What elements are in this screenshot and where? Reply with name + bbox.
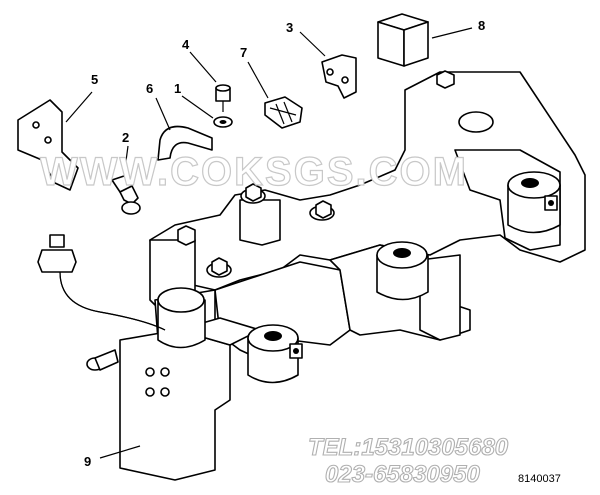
callout-3: 3: [286, 20, 293, 35]
part-2-bolt: [111, 175, 141, 215]
watermark-site: WWW.COKSGS.COM: [40, 150, 468, 194]
part-1-washer: [213, 116, 233, 128]
callout-7: 7: [240, 45, 247, 60]
manifold-bosses: [157, 111, 561, 384]
temperature-sensor: [37, 234, 166, 331]
callout-4: 4: [182, 37, 190, 52]
callout-9: 9: [84, 454, 91, 469]
watermark-tel: TEL:15310305680: [308, 434, 509, 461]
callout-8: 8: [478, 18, 485, 33]
callout-1: 1: [174, 81, 181, 96]
part-3-bracket: [321, 54, 357, 99]
drawing-code: 8140037: [518, 473, 561, 485]
leader-lines: [65, 27, 473, 459]
part-5-bracket: [17, 99, 79, 191]
watermark-phone: 023-65830950: [325, 461, 480, 488]
pipe-fitting: [86, 349, 119, 371]
callout-2: 2: [122, 130, 129, 145]
callout-5: 5: [91, 72, 98, 87]
mounting-nuts: [177, 70, 455, 276]
callout-6: 6: [146, 81, 153, 96]
part-6-clamp: [157, 125, 213, 161]
part-8-cube: [377, 13, 429, 67]
part-4-screw: [215, 84, 231, 112]
part-7-connector: [264, 96, 303, 129]
